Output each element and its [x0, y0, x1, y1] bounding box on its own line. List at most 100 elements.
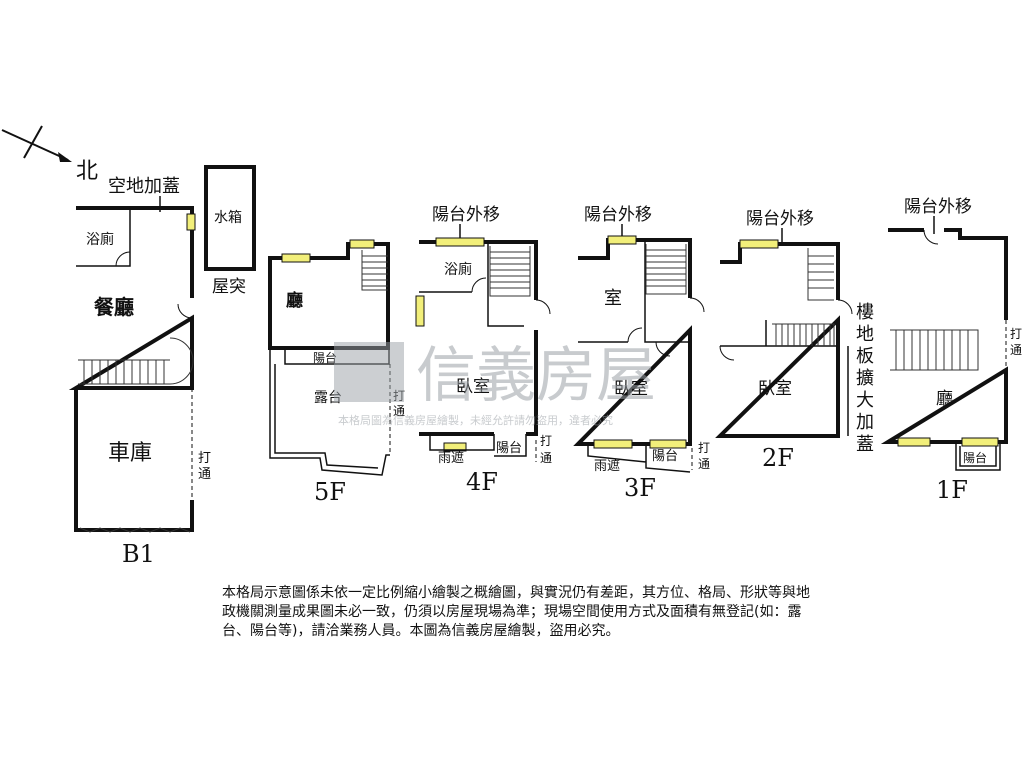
b1-open-note-1: 打 [198, 451, 211, 466]
1f-open-note-2: 通 [1010, 343, 1022, 357]
floor-b1: 空地加蓋 浴廁 餐廳 車庫 打 通 B1 [68, 176, 211, 568]
door-icon [177, 303, 193, 319]
b1-garage-door [79, 527, 191, 533]
floor-3f: 陽台外移 室 臥室 雨遮 陽台 打 通 3F [573, 205, 710, 502]
1f-top-label: 陽台外移 [904, 197, 972, 217]
1f-hall-label: 廳 [936, 389, 953, 409]
b1-open-note-2: 通 [198, 467, 211, 482]
5f-terrace-outline [269, 348, 390, 476]
window-icon [739, 239, 779, 249]
4f-open-note-2: 通 [540, 451, 552, 465]
3f-canopy-label: 雨遮 [594, 458, 620, 474]
svg-text:大: 大 [856, 390, 874, 411]
2f-side-note: 樓 地 板 擴 大 加 蓋 [856, 302, 874, 455]
b1-dining-label: 餐廳 [94, 295, 134, 319]
b1-top-label: 空地加蓋 [108, 176, 180, 197]
5f-open-note-2: 通 [393, 404, 405, 418]
4f-open-note-1: 打 [540, 434, 552, 448]
4f-inner-walls [419, 242, 524, 327]
roof-tower: 水箱 屋突 [204, 165, 256, 297]
4f-balcony-outline [429, 434, 527, 457]
svg-text:樓: 樓 [856, 302, 874, 323]
svg-text:蓋: 蓋 [856, 434, 874, 455]
window-icon [186, 213, 196, 231]
4f-balcony-label: 陽台 [496, 441, 522, 456]
door-icon [471, 277, 487, 293]
1f-floor-name: 1F [936, 476, 968, 504]
b1-garage-label: 車庫 [108, 441, 152, 466]
window-icon [435, 237, 485, 247]
watermark-subtitle: 本格局圖為信義房屋繪製，未經允許請勿盜用，違者必究 [338, 413, 613, 427]
b1-bath-label: 浴廁 [86, 231, 114, 248]
water-tank-box [204, 165, 256, 271]
3f-open-note-1: 打 [698, 441, 710, 455]
door-icon [655, 341, 671, 357]
door-icon [837, 299, 853, 315]
north-label: 北 [76, 159, 98, 184]
window-icon [349, 239, 375, 249]
3f-balcony-outline [587, 444, 691, 473]
roof-tower-label: 屋突 [212, 277, 246, 297]
floor-4f: 陽台外移 浴廁 臥室 雨遮 陽台 打 通 4F [415, 205, 552, 496]
window-icon [649, 439, 687, 449]
3f-bedroom-label: 臥室 [614, 379, 648, 399]
stair-icon [772, 248, 835, 346]
door-icon [535, 299, 551, 315]
svg-text:板: 板 [856, 346, 874, 367]
5f-balcony-label: 陽台 [313, 350, 337, 365]
window-icon [961, 437, 999, 447]
3f-floor-name: 3F [624, 474, 656, 502]
4f-bath-label: 浴廁 [444, 261, 472, 278]
2f-floor-name: 2F [762, 444, 794, 472]
svg-text:擴: 擴 [856, 368, 874, 389]
stair-icon [489, 246, 531, 297]
window-icon [443, 442, 467, 452]
floor-1f: 陽台外移 廳 陽台 打 通 1F [880, 197, 1022, 504]
window-icon [415, 295, 425, 327]
b1-bath-wall [76, 208, 131, 267]
roof-tank-label: 水箱 [214, 210, 242, 226]
3f-open-note-2: 通 [698, 457, 710, 471]
1f-balcony-label: 陽台 [963, 450, 987, 465]
3f-inner-walls [578, 240, 690, 343]
watermark: 信義房屋 本格局圖為信義房屋繪製，未經允許請勿盜用，違者必究 [334, 341, 656, 427]
window-icon [281, 253, 311, 263]
2f-top-label: 陽台外移 [746, 209, 814, 229]
stair-icon [361, 250, 388, 291]
stair-icon [890, 329, 979, 371]
1f-walls [880, 228, 1008, 444]
disclaimer-text: 本格局示意圖係未依一定比例縮小繪製之概繪圖，與實況仍有差距，其方位、格局、形狀等… [222, 585, 810, 639]
4f-floor-name: 4F [466, 468, 498, 496]
5f-hall-label: 廳 [286, 290, 303, 311]
5f-terrace-inner [274, 364, 379, 469]
door-icon [115, 251, 131, 267]
4f-canopy-label: 雨遮 [438, 450, 464, 466]
1f-open-note-1: 打 [1010, 327, 1022, 341]
window-icon [593, 439, 633, 449]
stair-icon [78, 337, 194, 385]
1f-balcony-outline [955, 442, 1001, 471]
stair-icon [645, 244, 687, 295]
window-icon [607, 235, 637, 245]
north-arrow-icon [1, 125, 72, 162]
svg-text:加: 加 [856, 412, 874, 433]
2f-walls [715, 242, 840, 438]
window-icon [897, 437, 931, 447]
watermark-brand: 信義房屋 [416, 341, 656, 411]
door-icon [627, 327, 643, 343]
3f-room-label: 室 [604, 288, 622, 309]
3f-top-label: 陽台外移 [584, 205, 652, 225]
door-icon [719, 345, 735, 361]
4f-bedroom-label: 臥室 [456, 377, 490, 397]
door-icon [923, 229, 939, 245]
floor-2f: 陽台外移 臥室 樓 地 板 擴 大 加 蓋 2F [715, 209, 874, 472]
watermark-logo-icon [334, 342, 404, 402]
door-icon [689, 297, 705, 313]
4f-top-label: 陽台外移 [432, 205, 500, 225]
5f-floor-name: 5F [314, 478, 346, 506]
b1-floor-name: B1 [122, 540, 155, 568]
2f-bedroom-label: 臥室 [758, 379, 792, 399]
3f-balcony-label: 陽台 [652, 449, 678, 464]
svg-text:地: 地 [856, 324, 874, 345]
